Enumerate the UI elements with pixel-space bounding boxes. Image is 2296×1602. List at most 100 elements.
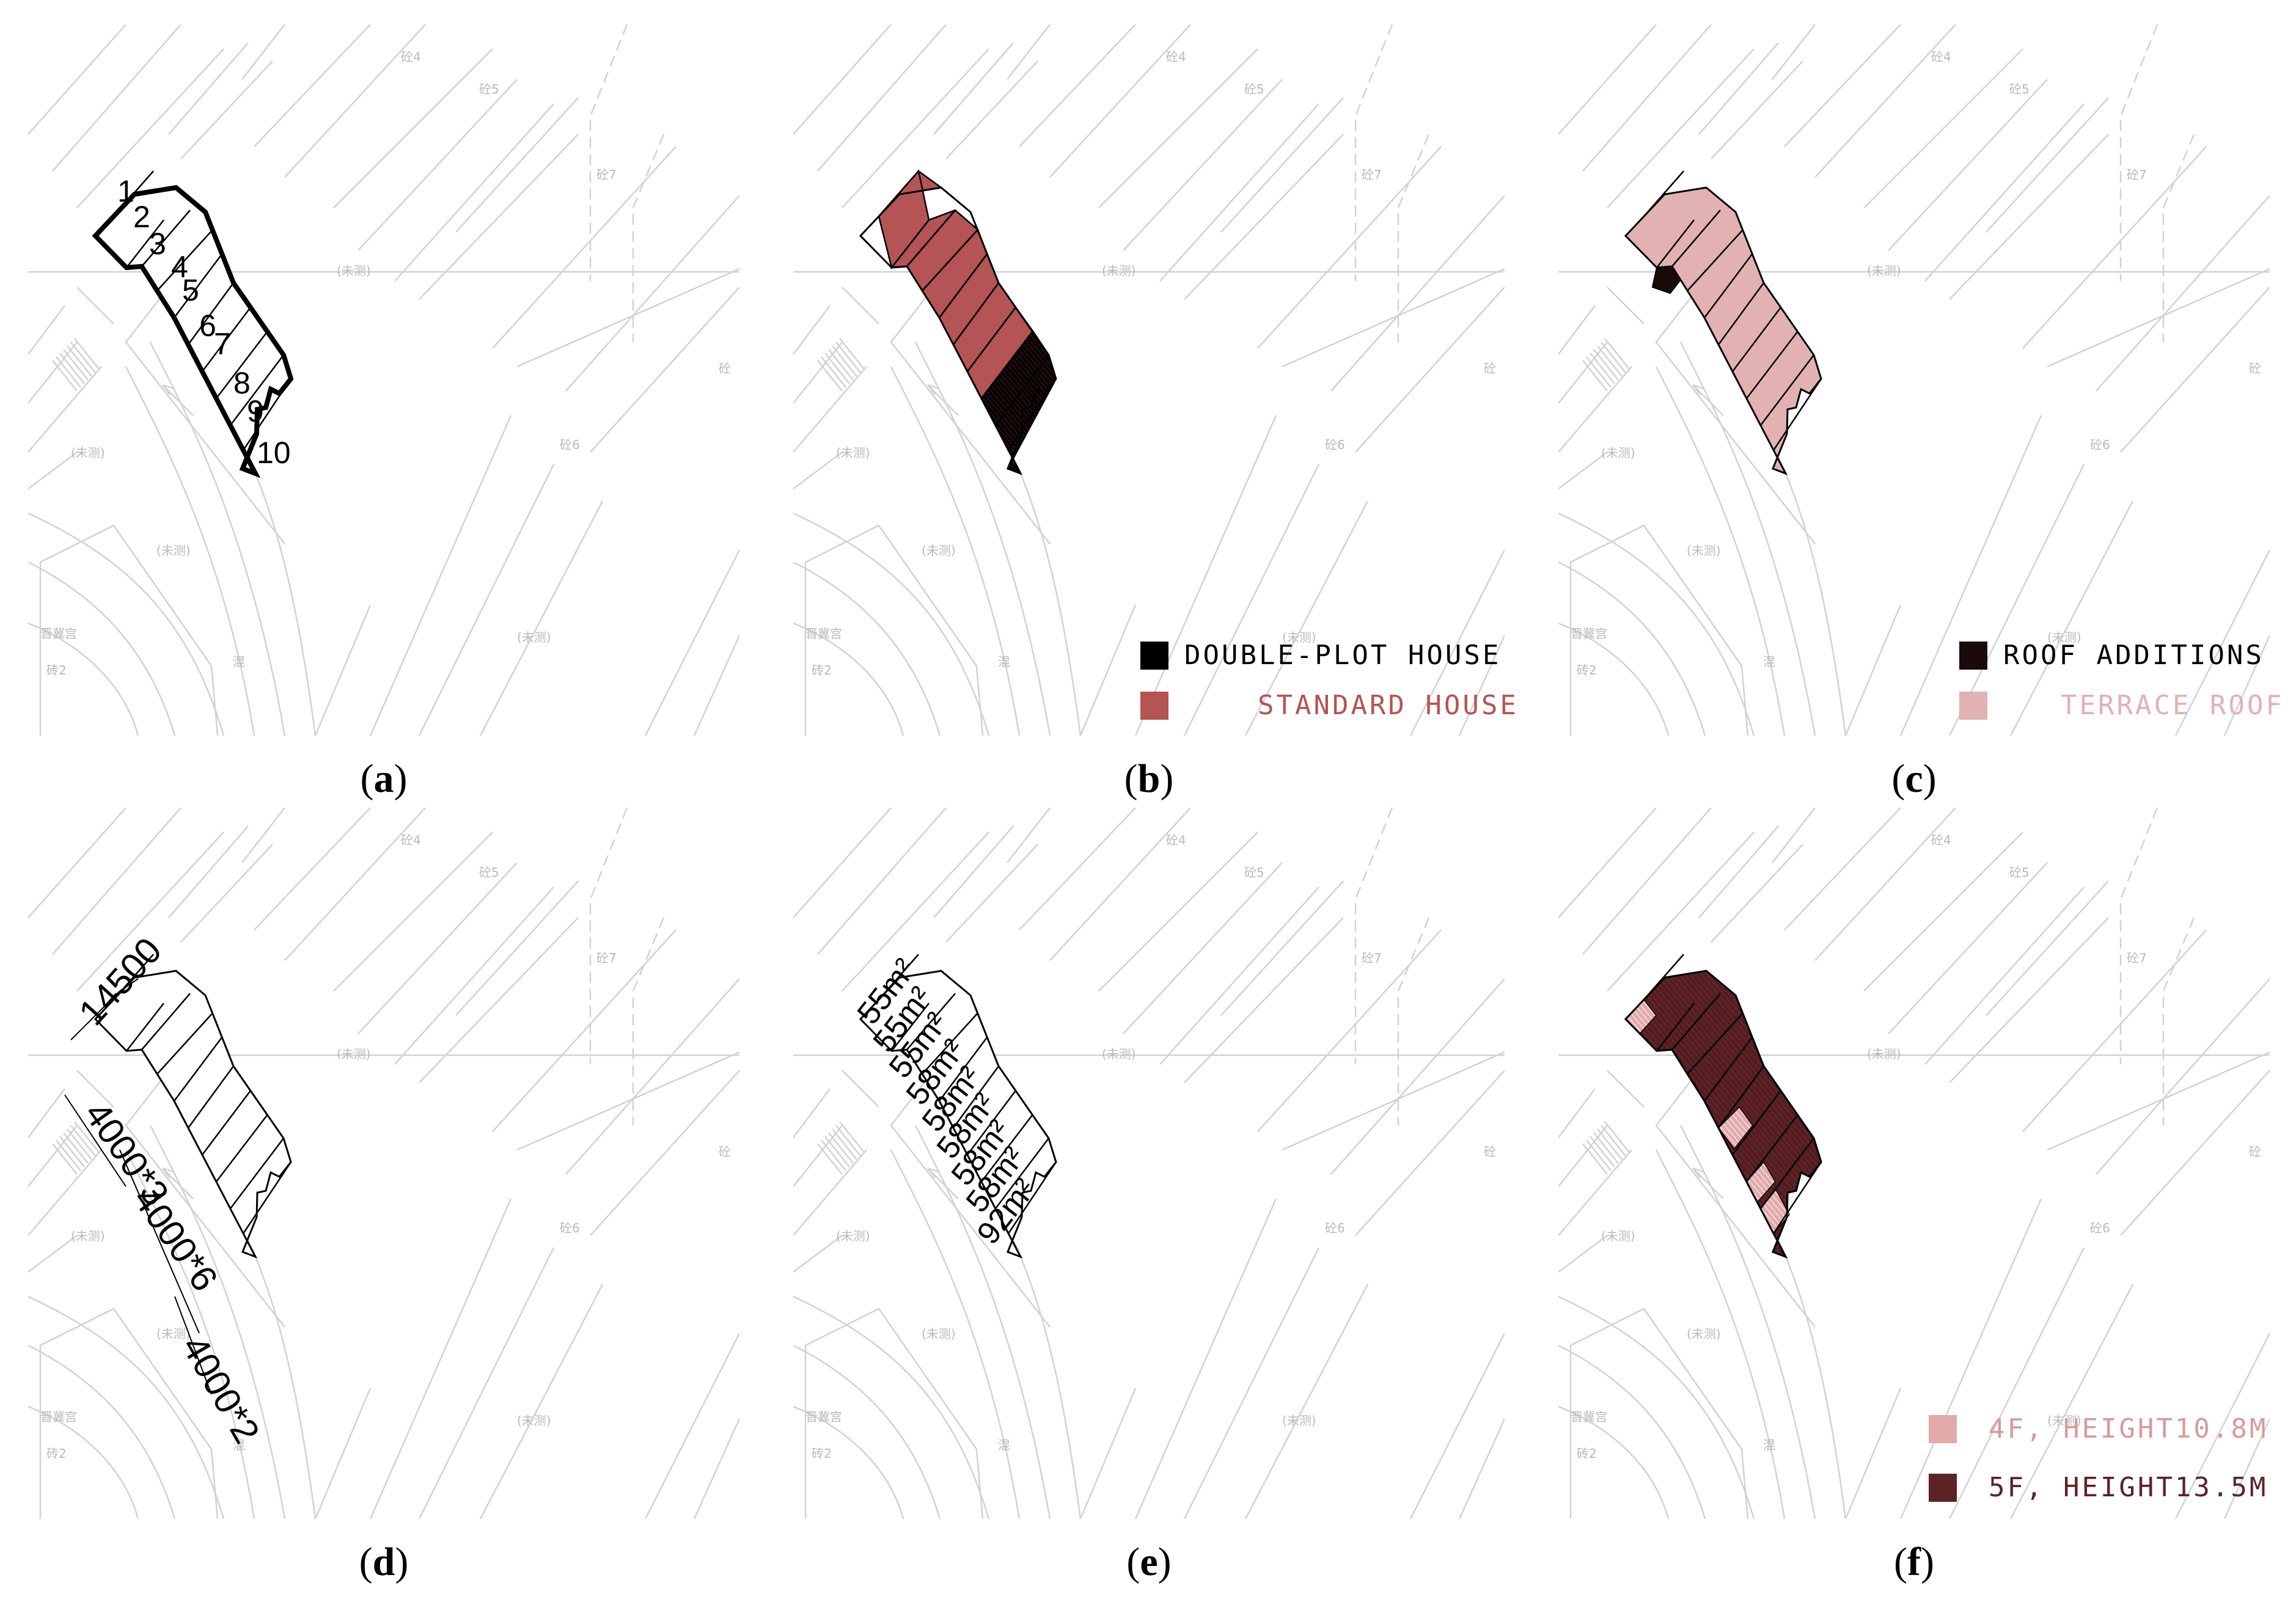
base-curve [1558, 512, 1755, 736]
base-line [1330, 978, 1505, 1175]
base-map-label: (未测) [1601, 445, 1635, 460]
base-map [28, 24, 739, 736]
base-map-label: 砼 [719, 361, 731, 376]
base-curve [793, 1344, 941, 1519]
plot-divider [939, 1037, 988, 1102]
base-line [945, 844, 1038, 943]
base-line [590, 287, 739, 453]
base-line [241, 24, 285, 80]
base-line [28, 24, 127, 135]
base-curve [28, 1344, 176, 1519]
base-line [793, 1088, 831, 1138]
base-line [455, 880, 579, 1016]
base-line [2047, 1051, 2270, 1151]
base-line [180, 844, 273, 943]
base-dashed [1354, 24, 1393, 281]
base-line [28, 305, 65, 355]
base-line [793, 1125, 843, 1187]
plot-divider [1643, 170, 1684, 217]
base-line [2009, 1284, 2134, 1519]
base-curve [1740, 390, 1847, 736]
base-line [1711, 60, 1803, 159]
plot-divider [891, 1003, 930, 1052]
base-curve [149, 1125, 286, 1519]
base-curve [28, 1295, 225, 1519]
base-line [2174, 549, 2270, 736]
base-line [1079, 604, 1137, 736]
base-map-label: 晋冀宫 [1571, 1410, 1607, 1424]
base-line [1582, 24, 1712, 172]
legend-swatch [1959, 691, 1987, 720]
base-line [817, 808, 947, 955]
plot-divider [1687, 1012, 1744, 1075]
base-line [28, 1088, 65, 1138]
base-line [1409, 549, 1505, 736]
base-map [793, 808, 1505, 1519]
base-line [1134, 1198, 1277, 1519]
base-curve [1655, 366, 1786, 736]
base-curve [1740, 1174, 1847, 1519]
base-map-label: 砼5 [2009, 82, 2030, 97]
plot-number: 4 [171, 250, 188, 284]
base-line [842, 287, 879, 324]
base-line [1711, 844, 1803, 943]
base-line [1409, 1333, 1505, 1519]
base-line [1948, 1247, 2085, 1519]
base-map-label: 砼5 [479, 865, 499, 880]
panel-label-b: (b) [1124, 756, 1174, 801]
dimension-label: 4000*6 [125, 1180, 226, 1298]
plot-divider [995, 354, 1049, 426]
base-map-label: 砼6 [2090, 1221, 2110, 1235]
base-curve [149, 342, 286, 736]
panel-label-e: (e) [1126, 1540, 1172, 1584]
base-line [1183, 1247, 1320, 1519]
base-line [1007, 808, 1051, 863]
base-line [516, 1051, 739, 1151]
base-curve [890, 1149, 1021, 1519]
floor-4f-region [1718, 1106, 1753, 1150]
plot-divider [1704, 1037, 1753, 1102]
base-map-label: 砼 [2249, 1144, 2261, 1159]
base-curve [125, 287, 285, 544]
plot-divider [1772, 378, 1822, 451]
base-map-label: 砼4 [401, 833, 421, 847]
base-line [492, 929, 677, 1132]
plot-divider [891, 219, 930, 268]
base-map-label: 砼 [2249, 361, 2261, 376]
roof-addition [1651, 265, 1682, 294]
base-map-label: 砼6 [560, 1221, 580, 1235]
plot-number: 6 [199, 309, 216, 343]
base-curve [914, 1125, 1051, 1519]
base-map-label: 砼6 [560, 437, 580, 452]
base-line [793, 452, 843, 489]
base-curve [890, 1070, 1051, 1328]
base-line [1282, 1051, 1505, 1151]
base-stairs [817, 1121, 865, 1175]
base-line [1784, 808, 1901, 931]
base-curve [1569, 524, 1749, 736]
base-map-label: 砼4 [1166, 833, 1186, 847]
base-map-label: 砼 [1484, 361, 1496, 376]
base-line [1355, 287, 1505, 453]
base-curve [125, 366, 255, 736]
plot-divider [981, 1114, 1033, 1182]
base-line [168, 42, 249, 135]
base-line [516, 268, 739, 368]
base-line [76, 832, 224, 992]
plot-divider [1656, 219, 1695, 268]
base-line [1458, 1418, 1505, 1519]
base-map-label: (未测) [922, 1326, 956, 1341]
base-line [2223, 1418, 2270, 1519]
base-line [793, 808, 892, 918]
base-line [241, 808, 285, 863]
base-line [2022, 146, 2207, 349]
base-map-label: 混 [233, 1438, 245, 1452]
base-map-label: 砼5 [2009, 865, 2030, 880]
base-stairs [817, 338, 865, 392]
base-line [1986, 880, 2109, 1016]
base-curve [1655, 287, 1816, 544]
base-map-label: 砼4 [1931, 833, 1951, 847]
base-curve [1558, 1405, 1670, 1519]
base-map-label: (未测) [1687, 543, 1721, 558]
